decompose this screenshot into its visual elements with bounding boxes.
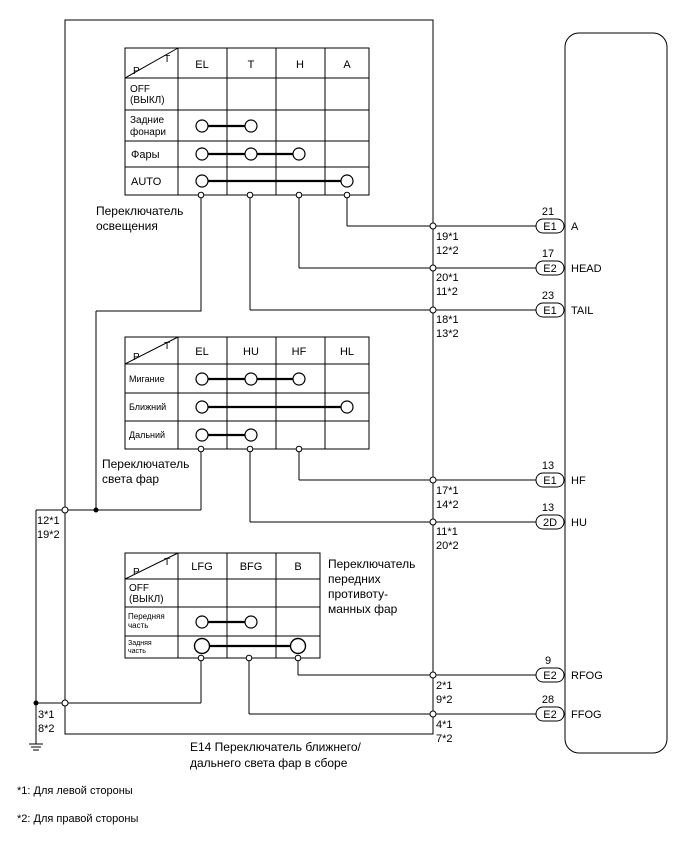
col-header-bfg: BFG: [240, 561, 263, 573]
connector-code: E2: [543, 263, 556, 275]
connector-code: E2: [543, 709, 556, 721]
pin-ground-left-2: 19*2: [37, 529, 60, 541]
assembly-label-line2: дальнего света фар в сборе: [190, 756, 348, 770]
connector-code: E1: [543, 475, 556, 487]
connector-signal: HF: [571, 475, 586, 487]
row-label-flash: Мигание: [129, 374, 165, 384]
connector-signal: RFOG: [571, 670, 603, 682]
col-header-hf: HF: [292, 346, 307, 358]
pin-rfog-2: 9*2: [436, 694, 453, 706]
pin-ground-bottom-1: 3*1: [38, 709, 55, 721]
connector-pin-number: 17: [542, 248, 554, 260]
wires: [35, 195, 540, 744]
connector-pin-number: 13: [542, 502, 554, 514]
pin-ffog-1: 4*1: [436, 719, 453, 731]
col-header-hu: HU: [243, 346, 259, 358]
pin-rfog-1: 2*1: [436, 680, 453, 692]
pin-a-2: 12*2: [436, 245, 459, 257]
col-header-t: T: [248, 59, 255, 71]
footnote-left-side: *1: Для левой стороны: [17, 785, 133, 797]
col-header-h: H: [296, 59, 304, 71]
footnote-right-side: *2: Для правой стороны: [17, 813, 138, 825]
col-header-b: B: [294, 561, 301, 573]
pin-hu-1: 11*1: [436, 526, 458, 538]
connector-signal: HU: [571, 517, 587, 529]
connector-head: 17 E2 HEAD: [535, 248, 602, 276]
pin-labels: 19*1 12*2 20*1 11*2 18*1 13*2 17*1 14*2 …: [37, 231, 459, 745]
pin-hf-2: 14*2: [436, 499, 459, 511]
corner-p-label: P: [133, 66, 140, 77]
ground-icon: [29, 743, 43, 751]
connector-signal: HEAD: [571, 263, 602, 275]
col-header-el: EL: [195, 346, 208, 358]
connector-a: 21 E1 A: [535, 206, 579, 234]
headlight-switch-table: P T EL HU HF HL Мигание Ближний Дальний: [124, 336, 370, 450]
switch-assembly-box: [64, 19, 434, 735]
pin-tail-2: 13*2: [436, 328, 459, 340]
connector-signal: A: [571, 221, 579, 233]
corner-t-label: T: [164, 341, 170, 352]
row-label-auto: AUTO: [131, 176, 162, 188]
row-label-head: Фары: [131, 149, 160, 161]
connector-tail: 23 E1 TAIL: [535, 290, 593, 318]
pin-hf-1: 17*1: [436, 485, 459, 497]
pin-ground-bottom-2: 8*2: [38, 723, 55, 735]
col-header-el: EL: [195, 59, 208, 71]
corner-t-label: T: [164, 54, 170, 65]
connector-code: E1: [543, 305, 556, 317]
connector-pin-number: 28: [542, 694, 554, 706]
row-label-off: OFF(ВЫКЛ): [129, 583, 164, 605]
connector-ffog: 28 E2 FFOG: [535, 694, 602, 722]
junction-dots: [33, 191, 437, 718]
connector-code: 2D: [543, 517, 557, 529]
corner-p-label: P: [133, 352, 140, 363]
pin-hu-2: 20*2: [436, 540, 459, 552]
connector-pin-number: 23: [542, 290, 554, 302]
connector-hu: 13 2D HU: [535, 502, 587, 530]
row-label-low: Ближний: [129, 402, 166, 412]
connector-pin-number: 13: [542, 460, 554, 472]
pin-head-1: 20*1: [436, 272, 459, 284]
pin-ffog-2: 7*2: [436, 733, 453, 745]
pin-head-2: 11*2: [436, 286, 458, 298]
assembly-label-line1: E14 Переключатель ближнего/: [190, 740, 361, 754]
connector-pin-number: 21: [542, 206, 554, 218]
connector-rfog: 9 E2 RFOG: [535, 655, 603, 683]
col-header-lfg: LFG: [191, 561, 212, 573]
light-el-wire: [96, 195, 202, 312]
pin-tail-1: 18*1: [436, 314, 459, 326]
col-header-a: A: [343, 59, 351, 71]
connector-signal: FFOG: [571, 709, 602, 721]
ecu-box: [564, 32, 668, 754]
connector-code: E1: [543, 221, 556, 233]
connector-pin-number: 9: [545, 655, 551, 667]
connector-signal: TAIL: [571, 305, 593, 317]
row-label-high: Дальний: [129, 430, 165, 440]
pin-a-1: 19*1: [436, 231, 459, 243]
pin-ground-left-1: 12*1: [37, 515, 60, 527]
col-header-hl: HL: [340, 346, 354, 358]
corner-t-label: T: [164, 557, 170, 568]
corner-p-label: P: [133, 567, 140, 578]
connector-hf: 13 E1 HF: [535, 460, 586, 488]
row-label-off: OFF(ВЫКЛ): [130, 84, 165, 106]
connector-code: E2: [543, 670, 556, 682]
